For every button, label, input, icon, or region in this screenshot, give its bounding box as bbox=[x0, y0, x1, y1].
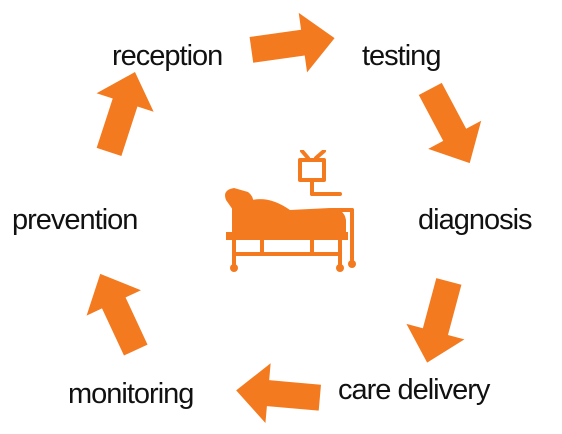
hospital-bed-with-tv-icon bbox=[225, 150, 356, 272]
stage-reception-label: reception bbox=[112, 40, 223, 72]
arrow-diagnosis-to-care-delivery-icon bbox=[406, 278, 465, 363]
arrow-testing-to-diagnosis-icon bbox=[418, 82, 482, 164]
arrow-prevention-to-reception-icon bbox=[96, 72, 154, 156]
stage-diagnosis-label: diagnosis bbox=[418, 204, 533, 236]
arrow-care-delivery-to-monitoring-icon bbox=[236, 363, 321, 424]
stage-prevention-label: prevention bbox=[12, 204, 138, 236]
arrow-monitoring-to-prevention-icon bbox=[86, 273, 148, 356]
stage-care-delivery-label: care delivery bbox=[338, 374, 490, 406]
arrow-reception-to-testing-icon bbox=[249, 12, 335, 73]
stage-monitoring-label: monitoring bbox=[68, 378, 194, 410]
stage-testing-label: testing bbox=[362, 40, 441, 72]
